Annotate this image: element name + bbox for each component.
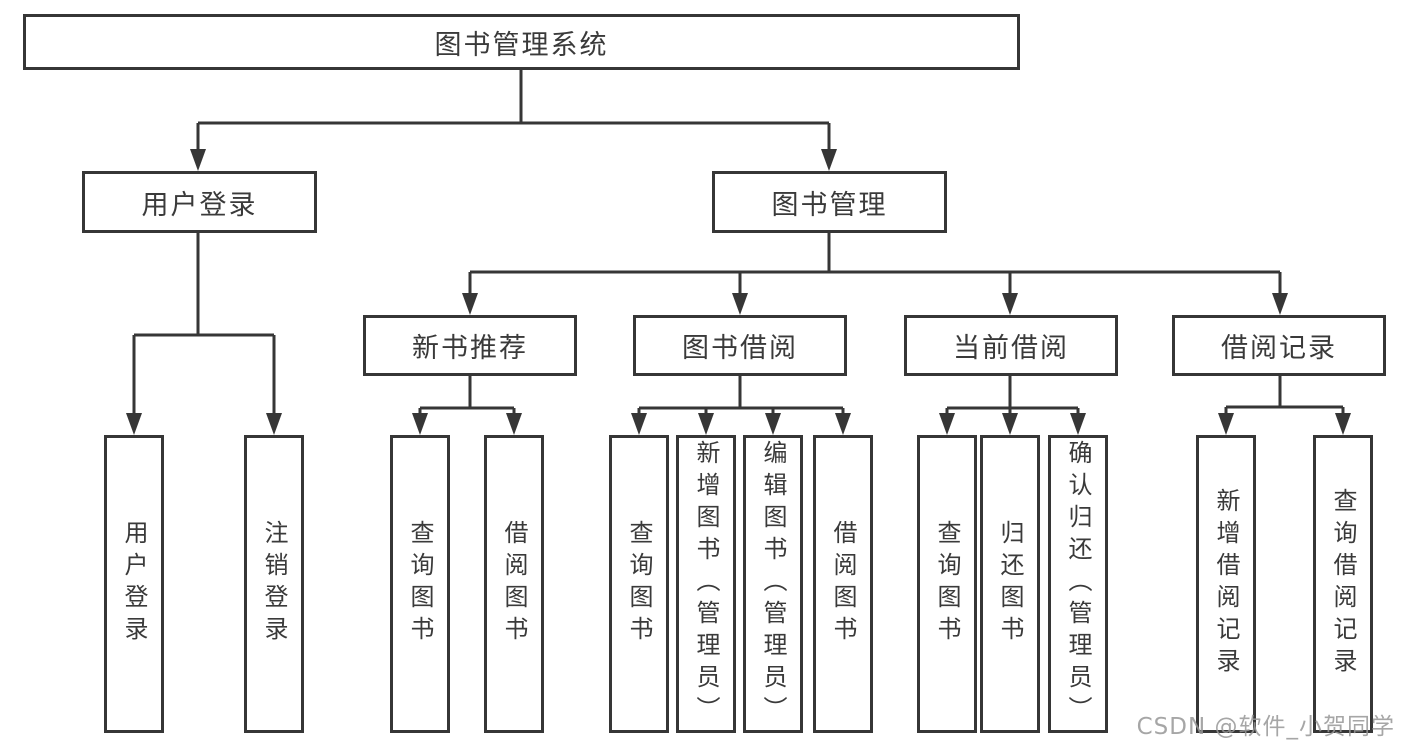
node-book-borrow: 图书借阅 [633, 315, 847, 376]
watermark: CSDN @软件_小贺同学 [1136, 714, 1395, 740]
node-leaf-add-book-admin-label: 新增图书（管理员） [692, 440, 720, 728]
node-leaf-edit-book-admin: 编辑图书（管理员） [743, 435, 803, 733]
node-leaf-current-query-book-label: 查询图书 [933, 520, 961, 648]
node-book-borrow-label: 图书借阅 [682, 333, 798, 364]
node-borrow-record: 借阅记录 [1172, 315, 1386, 376]
node-book-management-label: 图书管理 [771, 189, 888, 221]
node-borrow-record-label: 借阅记录 [1221, 333, 1337, 364]
node-leaf-logout-label: 注销登录 [260, 520, 288, 648]
connector-book-management [468, 233, 1282, 296]
node-user-login-label: 用户登录 [141, 189, 258, 221]
node-leaf-recommend-query-book: 查询图书 [390, 435, 450, 733]
node-root-label: 图书管理系统 [434, 29, 609, 61]
node-leaf-confirm-return-admin: 确认归还（管理员） [1048, 435, 1108, 733]
node-leaf-borrow-book-label: 借阅图书 [829, 520, 857, 648]
node-leaf-borrow-query-book: 查询图书 [609, 435, 669, 733]
node-leaf-add-borrow-record: 新增借阅记录 [1196, 435, 1256, 733]
node-leaf-query-borrow-record: 查询借阅记录 [1313, 435, 1373, 733]
arrowheads [126, 149, 1351, 435]
node-leaf-query-borrow-record-label: 查询借阅记录 [1329, 488, 1357, 680]
node-leaf-borrow-book: 借阅图书 [813, 435, 873, 733]
node-leaf-edit-book-admin-label: 编辑图书（管理员） [759, 440, 787, 728]
connector-current-borrow [945, 376, 1080, 417]
node-current-borrow: 当前借阅 [904, 315, 1118, 376]
node-new-book-recommend: 新书推荐 [363, 315, 577, 376]
node-book-management: 图书管理 [712, 171, 947, 233]
node-leaf-recommend-borrow-book-label: 借阅图书 [500, 520, 528, 648]
node-leaf-borrow-query-book-label: 查询图书 [625, 520, 653, 648]
node-leaf-logout: 注销登录 [244, 435, 304, 733]
connector-borrow-record [1224, 376, 1345, 417]
node-leaf-recommend-query-book-label: 查询图书 [406, 520, 434, 648]
node-new-book-recommend-label: 新书推荐 [412, 333, 528, 364]
node-current-borrow-label: 当前借阅 [953, 333, 1069, 364]
node-leaf-confirm-return-admin-label: 确认归还（管理员） [1064, 440, 1092, 728]
node-leaf-add-borrow-record-label: 新增借阅记录 [1212, 488, 1240, 680]
node-leaf-user-login: 用户登录 [104, 435, 164, 733]
node-root: 图书管理系统 [23, 14, 1020, 70]
connector-new-book-recommend [418, 376, 516, 417]
node-leaf-return-book-label: 归还图书 [996, 520, 1024, 648]
node-leaf-add-book-admin: 新增图书（管理员） [676, 435, 736, 733]
connector-book-borrow [637, 376, 845, 417]
connector-user-login [132, 233, 276, 416]
node-user-login: 用户登录 [82, 171, 317, 233]
connector-root [196, 70, 831, 152]
node-leaf-return-book: 归还图书 [980, 435, 1040, 733]
node-leaf-recommend-borrow-book: 借阅图书 [484, 435, 544, 733]
node-leaf-current-query-book: 查询图书 [917, 435, 977, 733]
node-leaf-user-login-label: 用户登录 [120, 520, 148, 648]
